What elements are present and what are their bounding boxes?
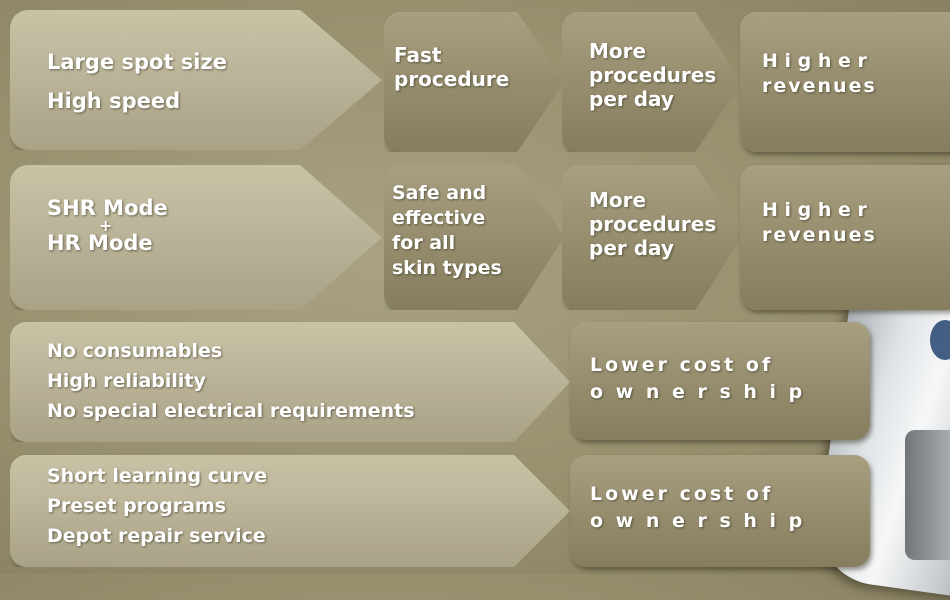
row1-features-arrow — [10, 10, 382, 150]
row1-benefit-2: procedure — [394, 67, 510, 91]
row2-result-3: per day — [589, 236, 674, 260]
row1-outcome-2: revenues — [762, 75, 877, 97]
row1-feature-1: Large spot size — [47, 50, 227, 74]
row2-features-text: SHR Mode + HR Mode — [47, 198, 168, 254]
row1-benefit-text: Fast procedure — [394, 45, 509, 89]
row2-features-arrow — [10, 165, 382, 310]
row3-feature-1: No consumables — [47, 340, 223, 362]
row3-features-arrow — [10, 322, 570, 442]
row2-feature-1: SHR Mode — [47, 196, 168, 220]
row2-outcome-2: revenues — [762, 224, 877, 246]
row2-result-2: procedures — [589, 212, 717, 236]
row3-feature-3: No special electrical requirements — [47, 400, 415, 422]
row1-outcome-box — [740, 12, 950, 152]
row3-feature-2: High reliability — [47, 370, 206, 392]
row4-features-arrow — [10, 455, 570, 567]
device-accent — [930, 320, 950, 360]
row1-feature-2: High speed — [47, 89, 181, 113]
row1-result-text: More procedures per day — [589, 41, 716, 109]
row2-result-1: More — [589, 188, 647, 212]
row2-benefit-1: Safe and — [392, 182, 487, 204]
row4-outcome-box — [570, 455, 870, 567]
row3-features-text: No consumables High reliability No speci… — [47, 342, 415, 421]
row2-benefit-text: Safe and effective for all skin types — [392, 184, 502, 278]
row3-outcome-box — [570, 322, 870, 440]
row2-outcome-1: H i g h e r — [762, 199, 867, 221]
row1-result-1: More — [589, 39, 647, 63]
row2-result-text: More procedures per day — [589, 190, 716, 258]
row1-result-2: procedures — [589, 63, 717, 87]
row2-feature-2: HR Mode — [47, 231, 153, 256]
row4-feature-3: Depot repair service — [47, 525, 266, 547]
row1-benefit-1: Fast — [394, 43, 442, 67]
row4-feature-2: Preset programs — [47, 495, 226, 517]
row3-outcome-1: Lower cost of — [590, 354, 774, 376]
row3-outcome-text: Lower cost of o w n e r s h i p — [590, 356, 805, 402]
row2-benefit-3: for all — [392, 232, 456, 254]
row4-outcome-text: Lower cost of o w n e r s h i p — [590, 485, 805, 531]
row2-outcome-box — [740, 165, 950, 310]
row3-outcome-2: o w n e r s h i p — [590, 381, 806, 403]
row2-benefit-2: effective — [392, 207, 486, 229]
row4-outcome-1: Lower cost of — [590, 483, 774, 505]
row1-outcome-text: H i g h e r revenues — [762, 52, 877, 96]
row1-outcome-1: H i g h e r — [762, 50, 867, 72]
row2-outcome-text: H i g h e r revenues — [762, 201, 877, 245]
device-handpiece — [905, 430, 950, 560]
row1-result-3: per day — [589, 87, 674, 111]
row4-feature-1: Short learning curve — [47, 465, 268, 487]
row1-features-text: Large spot size High speed — [47, 52, 227, 112]
row2-feature-plus: + — [99, 216, 113, 235]
row4-features-text: Short learning curve Preset programs Dep… — [47, 467, 267, 546]
row4-outcome-2: o w n e r s h i p — [590, 510, 806, 532]
row2-benefit-4: skin types — [392, 257, 502, 279]
